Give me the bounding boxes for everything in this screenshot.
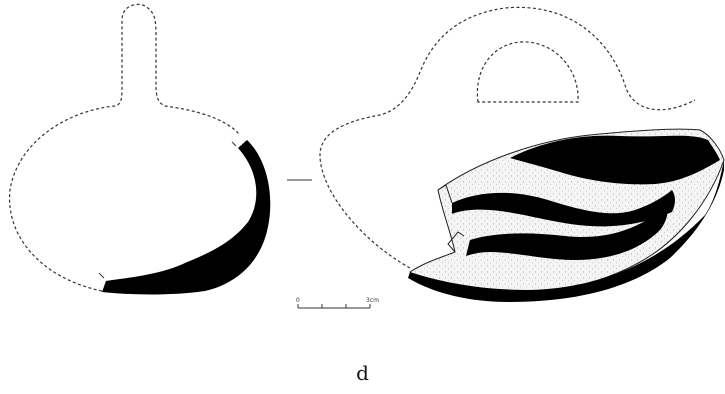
scale-bar: 0 3cm bbox=[296, 297, 379, 309]
painted-band bbox=[466, 200, 668, 260]
section-break-tick bbox=[98, 272, 105, 279]
section-break-tick bbox=[231, 141, 237, 147]
exterior-reconstructed-outline bbox=[319, 6, 696, 269]
figure-caption-label: d bbox=[356, 361, 369, 385]
handle-hole-outline bbox=[476, 41, 579, 103]
rim-thickness bbox=[408, 160, 724, 302]
sherd-break-edge bbox=[437, 184, 465, 253]
scale-start-label: 0 bbox=[296, 297, 300, 304]
painted-band bbox=[452, 190, 675, 227]
exterior-view bbox=[319, 6, 725, 302]
scale-end-label: 3cm bbox=[366, 297, 379, 304]
painted-band bbox=[510, 135, 720, 185]
section-reconstructed-outline bbox=[8, 3, 241, 292]
section-preserved-wall bbox=[102, 140, 271, 295]
section-view bbox=[8, 3, 271, 295]
